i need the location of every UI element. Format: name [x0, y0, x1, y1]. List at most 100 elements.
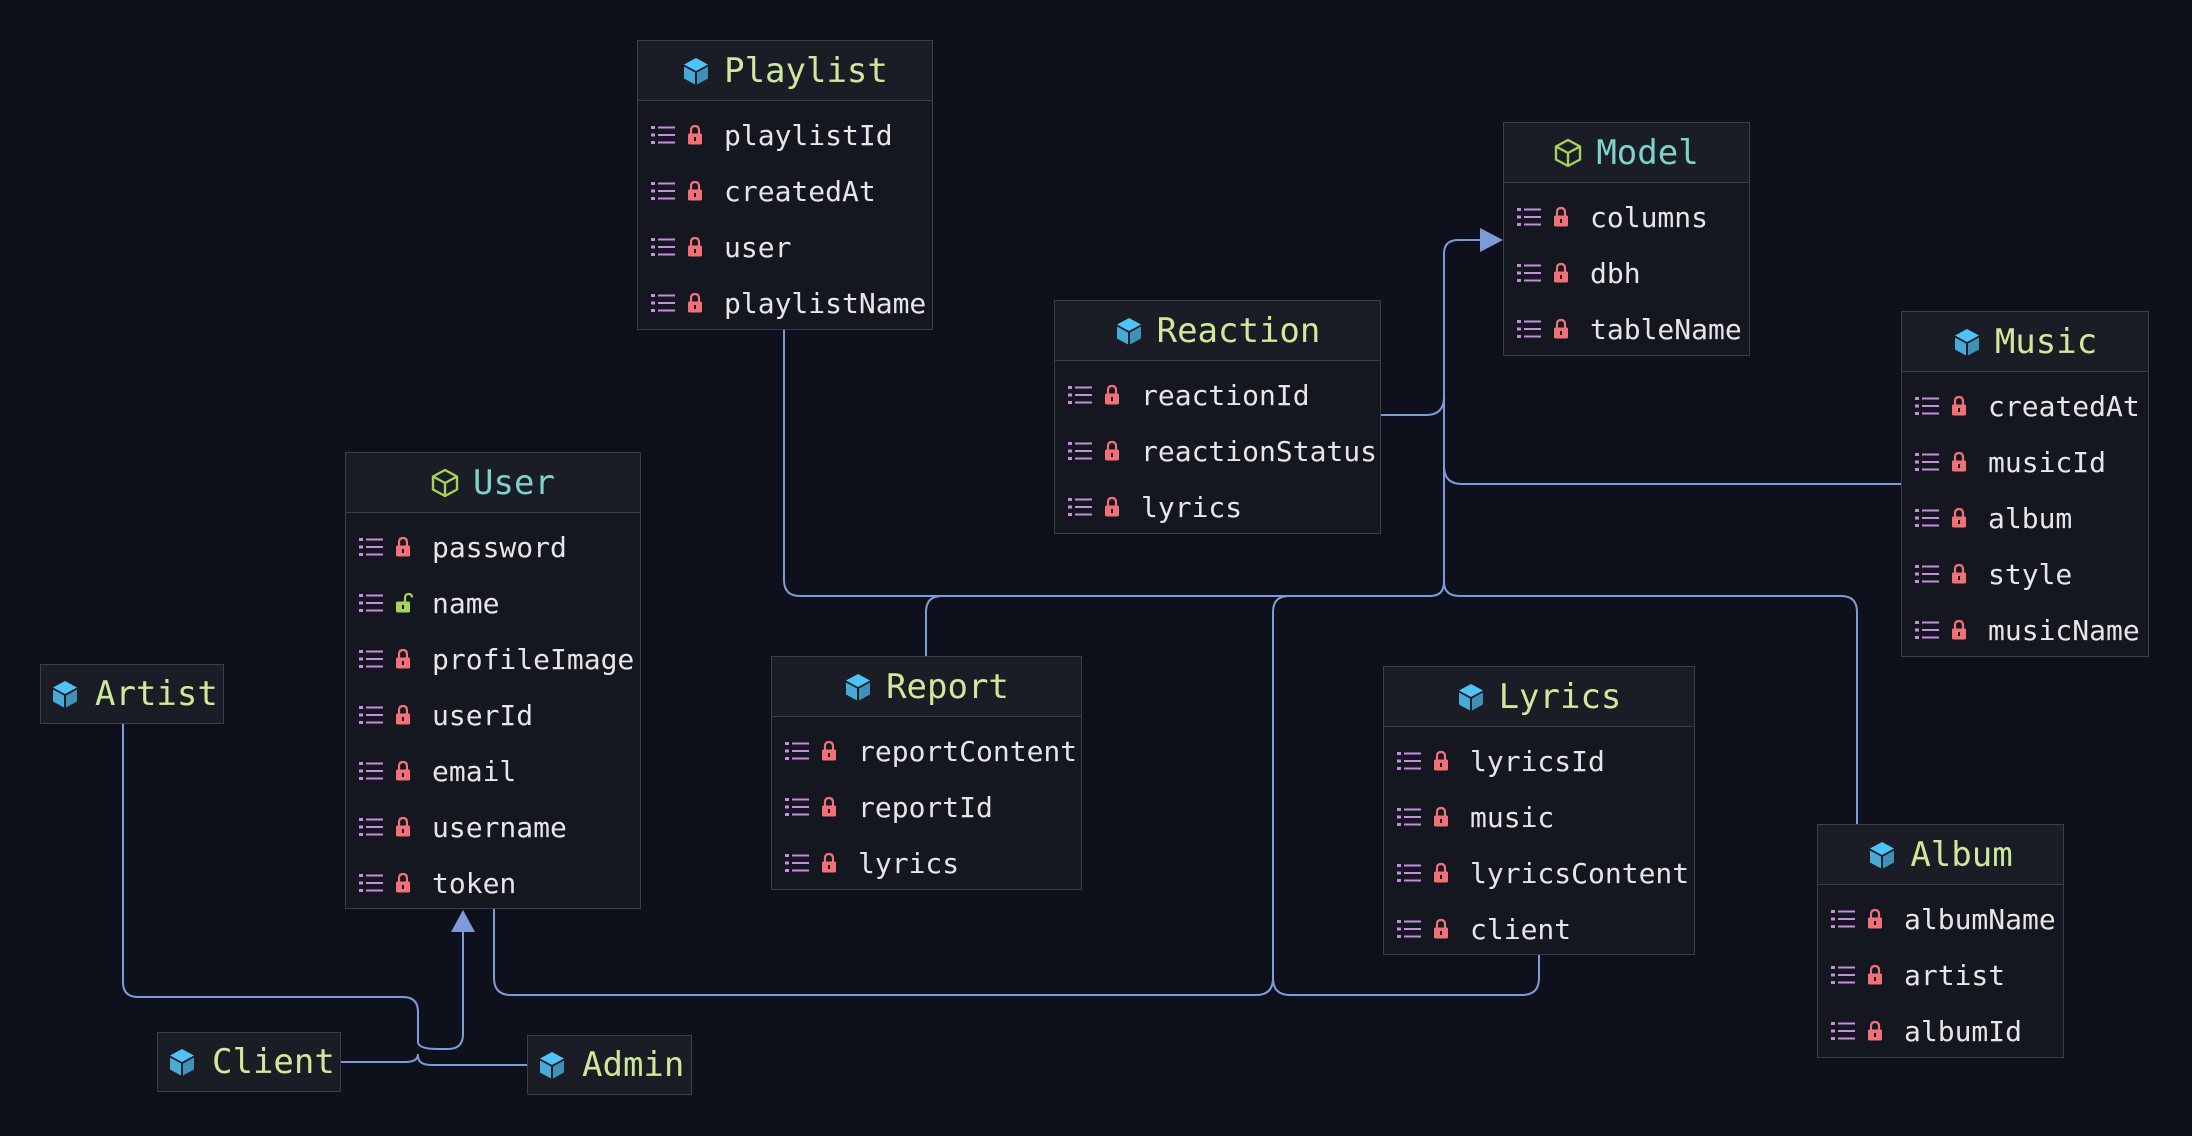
field-name: username: [432, 810, 567, 844]
cube-outline-icon: [431, 468, 459, 498]
cube-filled-icon: [168, 1047, 196, 1077]
lock-icon: [1432, 806, 1452, 828]
field-name: client: [1470, 912, 1572, 946]
field-list-icon: [358, 760, 384, 782]
field-row[interactable]: playlistId: [638, 107, 932, 163]
field-row[interactable]: password: [346, 519, 640, 575]
field-name: reactionStatus: [1141, 434, 1378, 468]
lock-icon: [686, 236, 706, 258]
lock-icon: [820, 852, 840, 874]
field-row[interactable]: createdAt: [1902, 378, 2148, 434]
field-list-icon: [784, 852, 810, 874]
field-name: user: [724, 230, 792, 264]
model-header: Model: [1504, 123, 1749, 183]
field-row[interactable]: lyrics: [1055, 479, 1380, 535]
client-class[interactable]: Client: [157, 1032, 341, 1092]
edge-report-model: [925, 595, 943, 656]
field-list-icon: [1516, 206, 1542, 228]
field-list-icon: [650, 236, 676, 258]
field-name: userId: [432, 698, 534, 732]
field-list-icon: [650, 292, 676, 314]
edge-reaction-model: [1381, 396, 1445, 416]
field-row[interactable]: token: [346, 855, 640, 911]
field-row[interactable]: client: [1384, 901, 1694, 957]
lock-icon: [1552, 206, 1572, 228]
field-row[interactable]: album: [1902, 490, 2148, 546]
field-name: columns: [1590, 200, 1709, 234]
lock-icon: [394, 704, 414, 726]
admin-header: Admin: [528, 1036, 691, 1094]
field-row[interactable]: email: [346, 743, 640, 799]
field-row[interactable]: username: [346, 799, 640, 855]
lock-icon: [686, 124, 706, 146]
field-list-icon: [1396, 918, 1422, 940]
field-list-icon: [358, 704, 384, 726]
field-name: lyricsId: [1470, 744, 1605, 778]
model-arrowhead: [1480, 228, 1503, 252]
field-row[interactable]: artist: [1818, 947, 2063, 1003]
unlock-icon: [394, 592, 414, 614]
field-row[interactable]: lyricsContent: [1384, 845, 1694, 901]
field-row[interactable]: lyricsId: [1384, 733, 1694, 789]
field-list-icon: [650, 124, 676, 146]
music-header: Music: [1902, 312, 2148, 372]
admin-class[interactable]: Admin: [527, 1035, 692, 1095]
field-row[interactable]: reactionStatus: [1055, 423, 1380, 479]
class-title: Model: [1596, 132, 1699, 173]
cube-outline-icon: [1554, 138, 1582, 168]
field-list-icon: [1396, 862, 1422, 884]
class-title: Lyrics: [1498, 676, 1622, 717]
field-row[interactable]: name: [346, 575, 640, 631]
field-row[interactable]: dbh: [1504, 245, 1749, 301]
field-row[interactable]: reportContent: [772, 723, 1081, 779]
field-name: style: [1988, 557, 2073, 591]
field-list-icon: [358, 816, 384, 838]
field-name: email: [432, 754, 517, 788]
field-row[interactable]: userId: [346, 687, 640, 743]
class-title: Admin: [582, 1045, 685, 1085]
model-class[interactable]: Model columns dbh tableName: [1503, 122, 1750, 356]
class-title: Artist: [95, 674, 218, 714]
lock-icon: [1103, 384, 1123, 406]
class-title: User: [473, 462, 555, 503]
field-row[interactable]: musicId: [1902, 434, 2148, 490]
field-row[interactable]: createdAt: [638, 163, 932, 219]
cube-filled-icon: [51, 679, 79, 709]
field-list-icon: [1516, 318, 1542, 340]
field-row[interactable]: reactionId: [1055, 367, 1380, 423]
field-row[interactable]: musicName: [1902, 602, 2148, 658]
cube-filled-icon: [844, 672, 872, 702]
field-row[interactable]: music: [1384, 789, 1694, 845]
lock-icon: [686, 180, 706, 202]
lock-icon: [1950, 563, 1970, 585]
model-fields: columns dbh tableName: [1504, 183, 1749, 357]
artist-class[interactable]: Artist: [40, 664, 224, 724]
field-row[interactable]: columns: [1504, 189, 1749, 245]
lock-icon: [1103, 440, 1123, 462]
field-list-icon: [358, 536, 384, 558]
field-row[interactable]: albumId: [1818, 1003, 2063, 1059]
field-row[interactable]: albumName: [1818, 891, 2063, 947]
field-name: playlistName: [724, 286, 927, 320]
lock-icon: [1950, 451, 1970, 473]
field-row[interactable]: tableName: [1504, 301, 1749, 357]
field-row[interactable]: reportId: [772, 779, 1081, 835]
field-list-icon: [784, 796, 810, 818]
field-row[interactable]: profileImage: [346, 631, 640, 687]
field-name: password: [432, 530, 567, 564]
field-row[interactable]: style: [1902, 546, 2148, 602]
field-row[interactable]: lyrics: [772, 835, 1081, 891]
field-list-icon: [1914, 395, 1940, 417]
field-name: createdAt: [1988, 389, 2140, 423]
field-row[interactable]: playlistName: [638, 275, 932, 331]
field-row[interactable]: user: [638, 219, 932, 275]
field-name: dbh: [1590, 256, 1641, 290]
